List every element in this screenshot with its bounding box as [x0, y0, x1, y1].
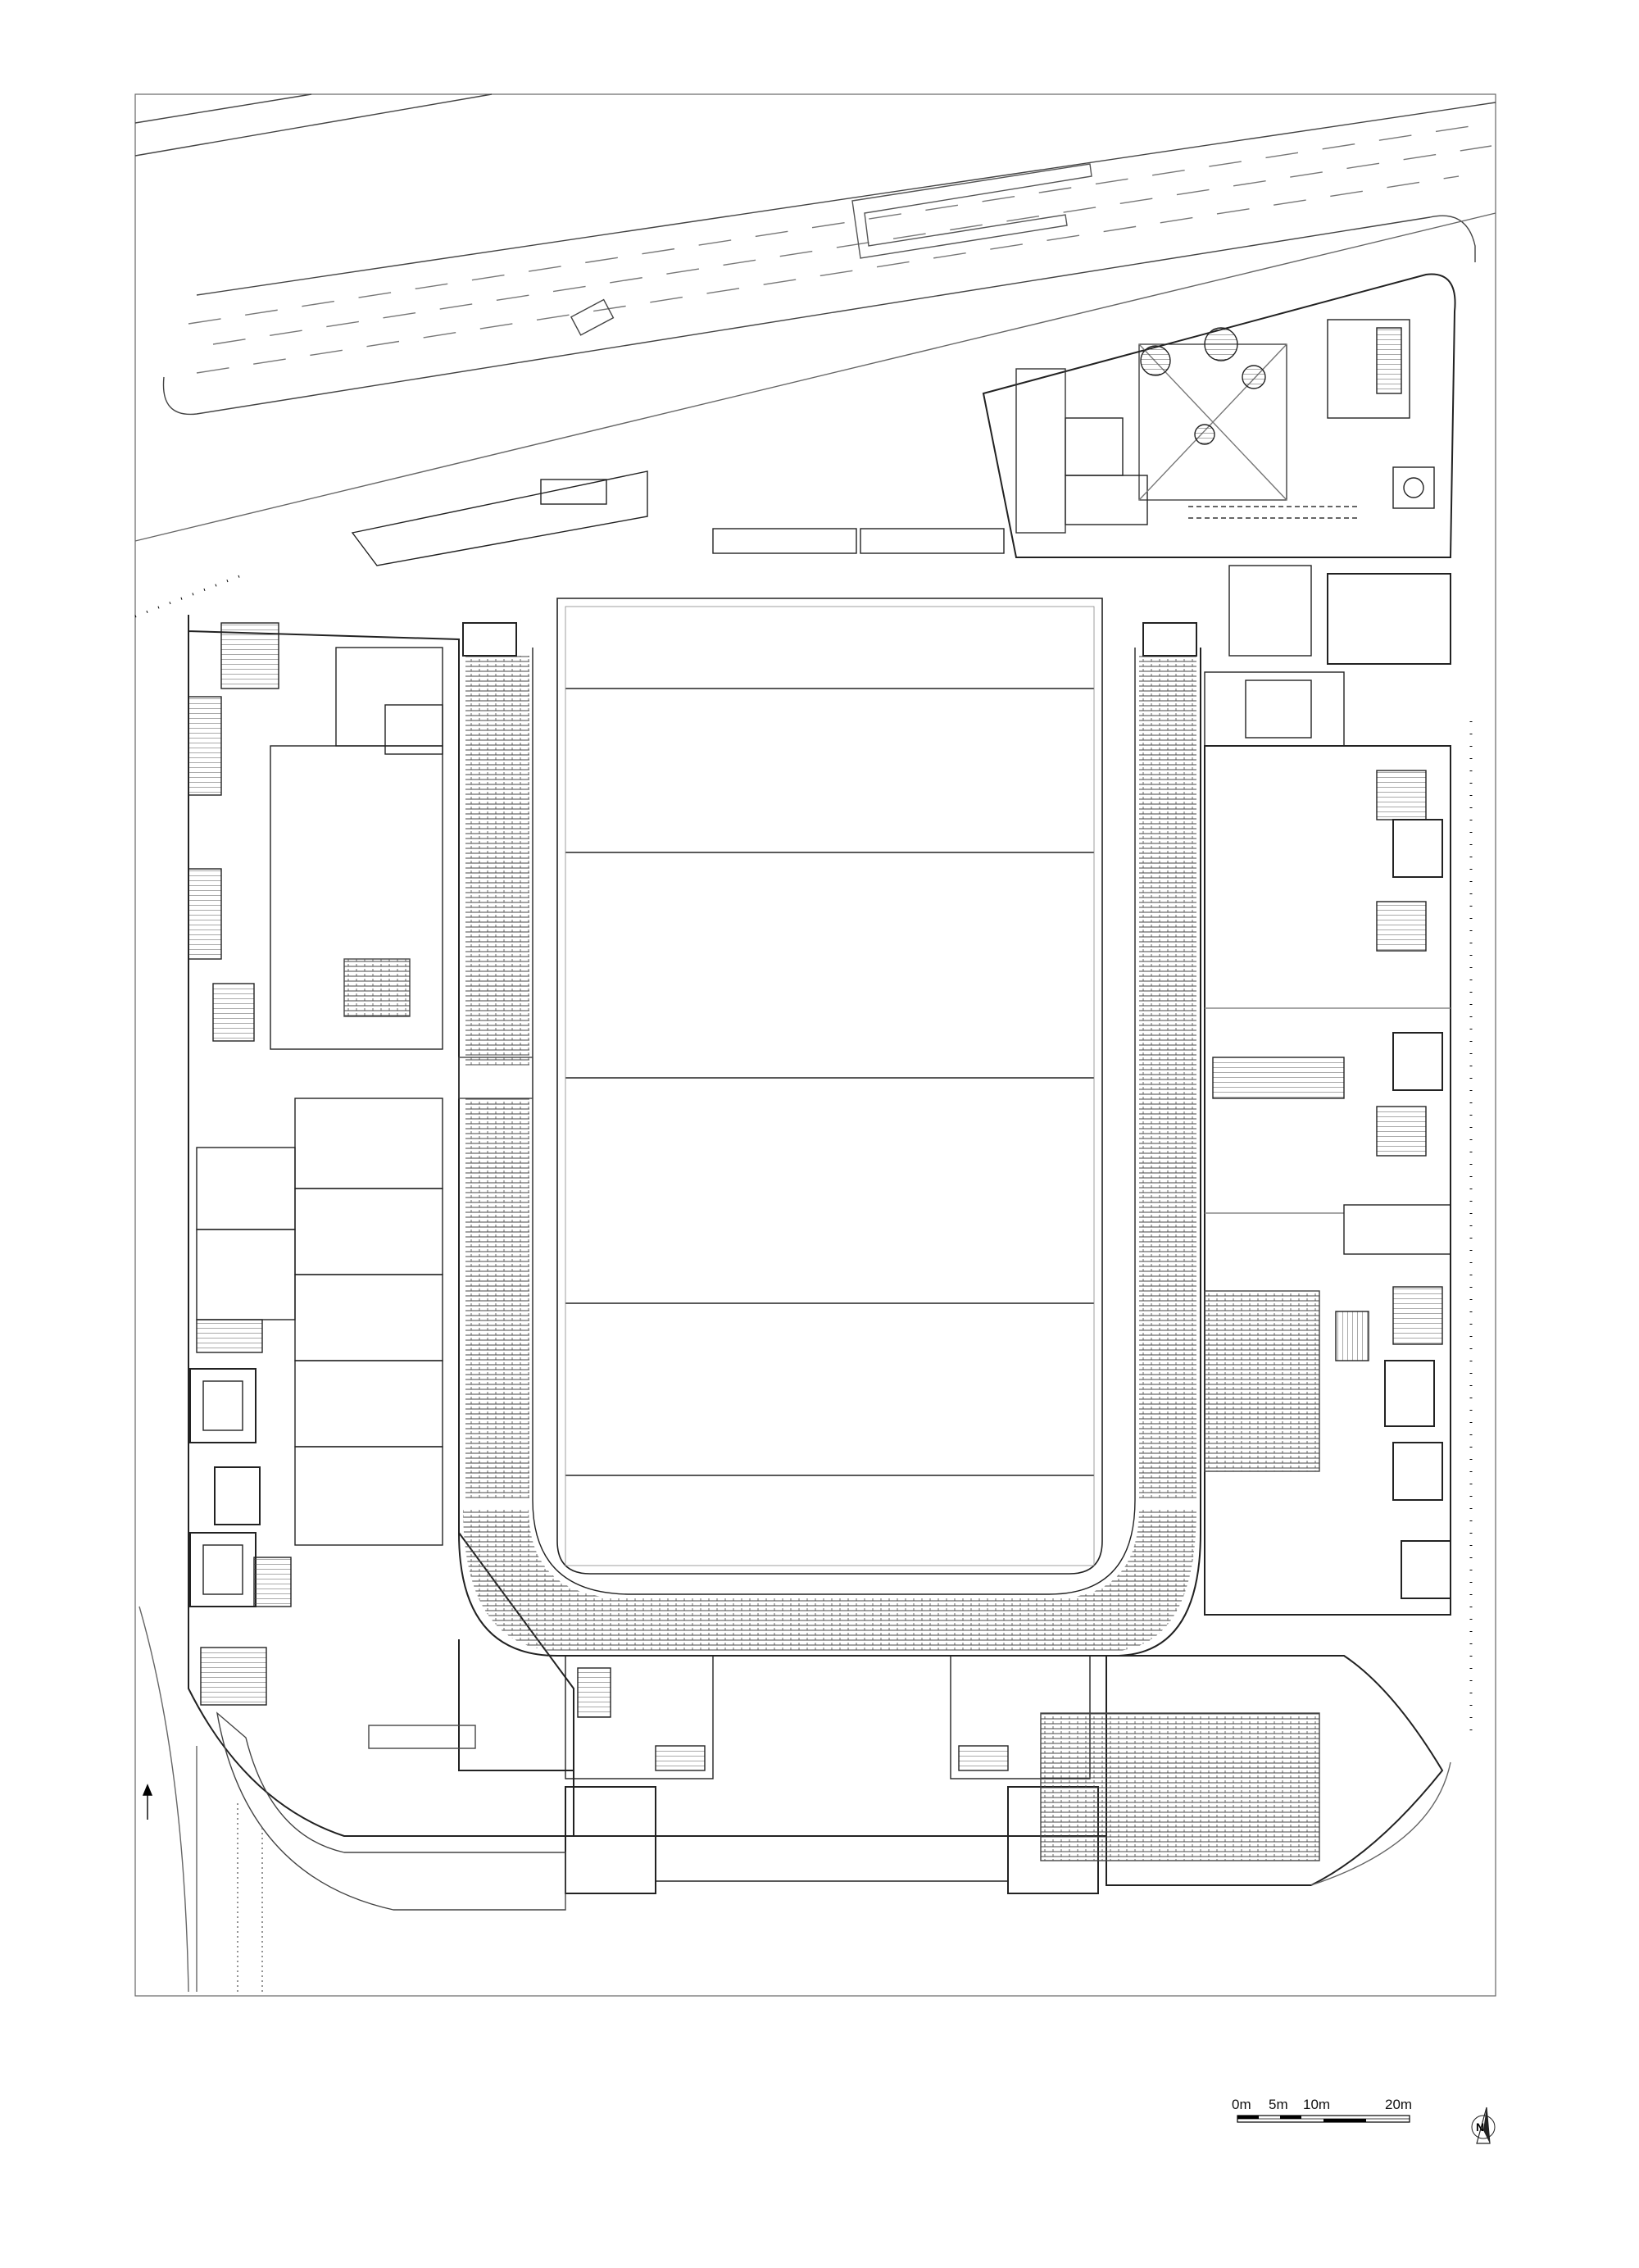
site-boundary-dots	[134, 572, 1473, 1738]
scale-label-0: 0m	[1232, 2097, 1251, 2112]
south-concourse	[138, 1606, 1451, 1993]
restaurant-tables	[1204, 1290, 1369, 1472]
scale-bar	[1237, 2115, 1410, 2123]
scale-label-5: 5m	[1269, 2097, 1288, 2112]
west-wing	[188, 615, 574, 1837]
scale-label-10: 10m	[1303, 2097, 1331, 2112]
north-letter: N	[1476, 2120, 1485, 2134]
stadium-tribune	[458, 622, 1201, 1657]
street	[134, 93, 1496, 542]
drawing-frame	[134, 93, 1496, 1997]
pitch	[556, 598, 1103, 1575]
scale-label-20: 20m	[1385, 2097, 1413, 2112]
entry-arrow-icon	[142, 1784, 153, 1820]
upper-right-building	[982, 273, 1456, 558]
top-middle-kiosk	[351, 470, 1005, 566]
cafe-tables-top	[1188, 506, 1360, 519]
north-arrow-icon: N	[1465, 2102, 1501, 2150]
east-wing	[1204, 565, 1451, 1616]
